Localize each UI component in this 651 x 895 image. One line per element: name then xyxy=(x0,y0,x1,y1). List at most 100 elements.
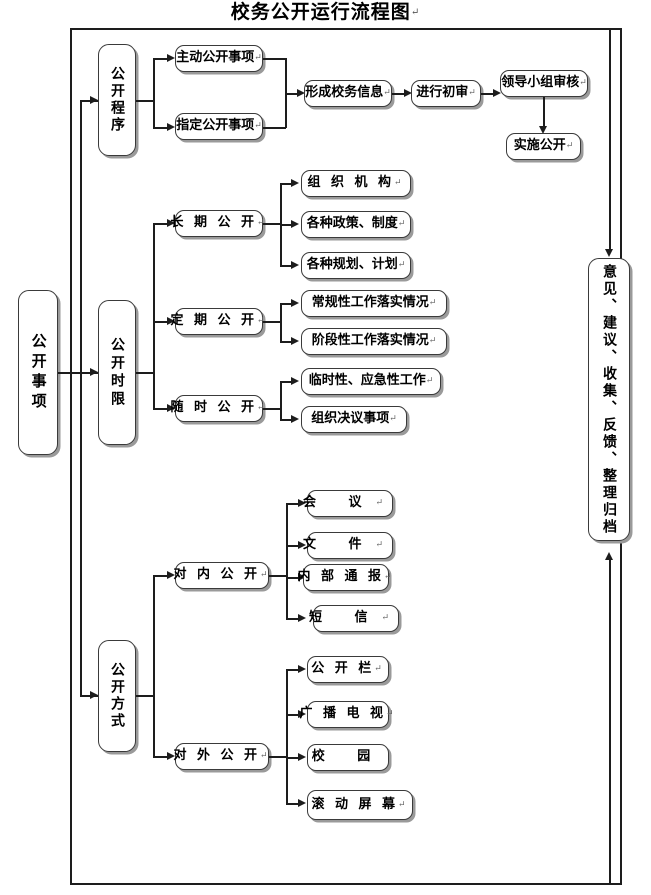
external-fan-spine xyxy=(286,669,288,804)
feedback-outflow-arrow xyxy=(605,552,614,560)
node-urgent-work[interactable]: 临时性、应急性工作↵ xyxy=(301,368,441,395)
pilcrow-icon: ↵ xyxy=(410,7,421,18)
pilcrow-icon: ↵ xyxy=(428,336,437,347)
node-root-label: 公开事项 xyxy=(29,332,48,413)
long-to-org-line xyxy=(280,183,293,185)
node-phase-work[interactable]: 阶段性工作落实情况↵ xyxy=(301,328,447,355)
node-root[interactable]: 公开事项 xyxy=(18,290,58,455)
node-periodic[interactable]: 定 期 公 开↵ xyxy=(170,308,265,335)
long-to-plans-line xyxy=(280,265,293,267)
node-leader-review-label: 领导小组审核 xyxy=(501,75,580,91)
node-policies[interactable]: 各种政策、制度↵ xyxy=(301,211,411,238)
method-to-external-arrow xyxy=(167,751,175,760)
pilcrow-icon: ↵ xyxy=(257,403,268,413)
node-internal[interactable]: 对 内 公 开↵ xyxy=(173,562,269,589)
node-first-review[interactable]: 进行初审↵ xyxy=(411,80,481,107)
node-feedback[interactable]: 意见、建议、收集、反馈、整理归档 xyxy=(588,258,630,541)
leader-to-implement-arrow xyxy=(539,126,548,134)
internal-to-bulletin-line xyxy=(286,577,300,579)
procedure-fan-spine xyxy=(153,58,155,128)
node-method[interactable]: 公开方式 xyxy=(98,640,136,752)
node-phase-work-label: 阶段性工作落实情况 xyxy=(311,333,429,349)
internal-to-bulletin-arrow xyxy=(298,572,306,581)
node-broadcast-tv[interactable]: 广 播 电 视↵ xyxy=(299,701,394,728)
node-plans-label: 各种规划、计划 xyxy=(306,257,398,273)
node-org-structure[interactable]: 组 织 机 构↵ xyxy=(301,170,411,197)
timeframe-to-periodic-arrow xyxy=(167,316,175,325)
node-feedback-label: 意见、建议、收集、反馈、整理归档 xyxy=(601,263,618,536)
pilcrow-icon: ↵ xyxy=(389,414,397,425)
node-meeting-label: 会 议 xyxy=(302,495,376,511)
node-implement[interactable]: 实施公开↵ xyxy=(506,133,581,160)
node-document[interactable]: 文 件↵ xyxy=(303,532,393,559)
anytime-to-urgent-line xyxy=(280,381,293,383)
merge-out-line xyxy=(285,93,299,95)
node-procedure-label: 公开程序 xyxy=(109,66,126,134)
feedback-inflow-arrow xyxy=(605,249,614,257)
node-bulletin-board-label: 公 开 栏 xyxy=(311,661,375,677)
node-scrolling-screen[interactable]: 滚 动 屏 幕↵ xyxy=(307,790,413,820)
periodic-to-phase-line xyxy=(280,341,293,343)
node-routine-work[interactable]: 常规性工作落实情况↵ xyxy=(301,290,447,317)
node-periodic-label: 定 期 公 开 xyxy=(170,313,258,329)
node-resolutions[interactable]: 组织决议事项↵ xyxy=(301,406,407,433)
periodic-to-routine-arrow xyxy=(291,298,299,307)
pilcrow-icon: ↵ xyxy=(381,613,404,624)
external-to-campus-line xyxy=(286,757,300,759)
pilcrow-icon: ↵ xyxy=(254,121,262,132)
internal-to-meeting-arrow xyxy=(298,498,306,507)
node-first-review-label: 进行初审 xyxy=(416,85,469,101)
root-spine xyxy=(80,100,82,695)
periodic-to-phase-arrow xyxy=(291,336,299,345)
node-procedure[interactable]: 公开程序 xyxy=(98,44,136,156)
node-active-items[interactable]: 主动公开事项↵ xyxy=(175,45,263,72)
node-org-structure-label: 组 织 机 构 xyxy=(307,175,395,191)
node-campus[interactable]: 校 园 xyxy=(307,744,389,771)
timeframe-to-long-arrow xyxy=(167,218,175,227)
node-plans[interactable]: 各种规划、计划↵ xyxy=(301,252,411,279)
node-sms[interactable]: 短 信↵ xyxy=(309,605,399,632)
node-long-term[interactable]: 长 期 公 开↵ xyxy=(170,210,265,237)
pilcrow-icon: ↵ xyxy=(375,540,398,551)
timeframe-to-anytime-arrow xyxy=(167,403,175,412)
node-anytime[interactable]: 随 时 公 开↵ xyxy=(170,395,265,422)
node-external[interactable]: 对 外 公 开↵ xyxy=(173,743,271,770)
node-assigned-items-label: 指定公开事项 xyxy=(176,118,255,134)
internal-to-sms-arrow xyxy=(298,613,306,622)
node-timeframe-label: 公开时限 xyxy=(109,336,126,409)
node-assigned-items[interactable]: 指定公开事项↵ xyxy=(175,113,263,140)
procedure-out-line xyxy=(136,100,154,102)
node-external-label: 对 外 公 开 xyxy=(173,748,261,764)
node-sms-label: 短 信 xyxy=(308,610,382,626)
node-form-info[interactable]: 形成校务信息↵ xyxy=(304,80,392,107)
long-to-plans-arrow xyxy=(291,260,299,269)
node-bulletin-board[interactable]: 公 开 栏↵ xyxy=(307,656,389,683)
method-out-line xyxy=(136,695,154,697)
timeframe-to-anytime-line xyxy=(153,408,169,410)
anytime-to-urgent-arrow xyxy=(291,376,299,385)
anytime-out-line xyxy=(263,408,281,410)
frame-top-border xyxy=(70,28,622,30)
method-fan-spine xyxy=(153,575,155,757)
long-to-policies-line xyxy=(280,224,293,226)
node-leader-review[interactable]: 领导小组审核↵ xyxy=(500,70,588,97)
branch-timeframe-line xyxy=(80,372,98,374)
timeframe-to-long-line xyxy=(153,223,169,225)
external-to-board-arrow xyxy=(298,664,306,673)
node-timeframe[interactable]: 公开时限 xyxy=(98,300,136,445)
node-long-term-label: 长 期 公 开 xyxy=(170,215,258,231)
node-meeting[interactable]: 会 议↵ xyxy=(303,490,393,517)
timeframe-to-periodic-line xyxy=(153,321,169,323)
internal-to-document-arrow xyxy=(298,540,306,549)
internal-out-line xyxy=(269,575,287,577)
external-to-broadcast-line xyxy=(286,714,300,716)
node-scrolling-screen-label: 滚 动 屏 幕 xyxy=(311,796,399,812)
timeframe-out-line xyxy=(136,372,154,374)
node-internal-bulletin[interactable]: 内 部 通 报↵ xyxy=(297,564,392,591)
node-document-label: 文 件 xyxy=(302,537,376,553)
pilcrow-icon: ↵ xyxy=(579,78,587,89)
pilcrow-icon: ↵ xyxy=(260,751,271,762)
node-internal-bulletin-label: 内 部 通 报 xyxy=(297,569,385,585)
pilcrow-icon: ↵ xyxy=(398,799,409,810)
internal-to-document-line xyxy=(286,545,300,547)
